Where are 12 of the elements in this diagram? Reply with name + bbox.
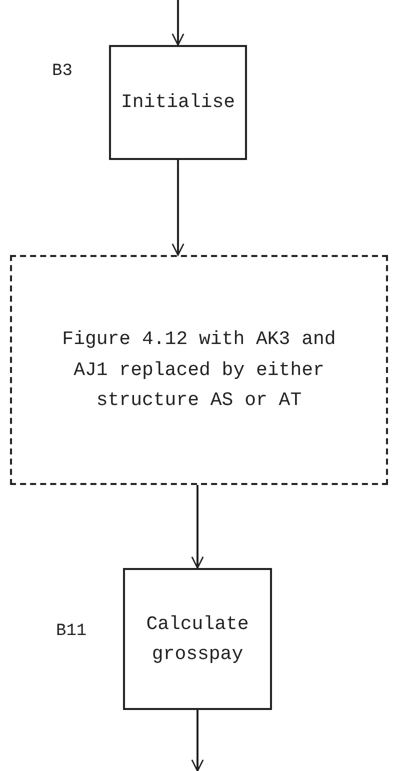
step-label: B3 (52, 62, 72, 81)
box-text: Calculate grosspay (145, 612, 250, 667)
arrow (172, 0, 184, 46)
box-text: Initialise (120, 90, 236, 116)
step-label: B11 (56, 622, 87, 641)
arrow (191, 710, 204, 771)
process-box (109, 45, 247, 160)
dashed-group-box (10, 255, 388, 485)
process-box (123, 568, 272, 710)
arrow (191, 485, 204, 569)
arrow (172, 160, 184, 256)
box-text: Figure 4.12 with AK3 and AJ1 replaced by either structure AS or AT (61, 327, 337, 414)
